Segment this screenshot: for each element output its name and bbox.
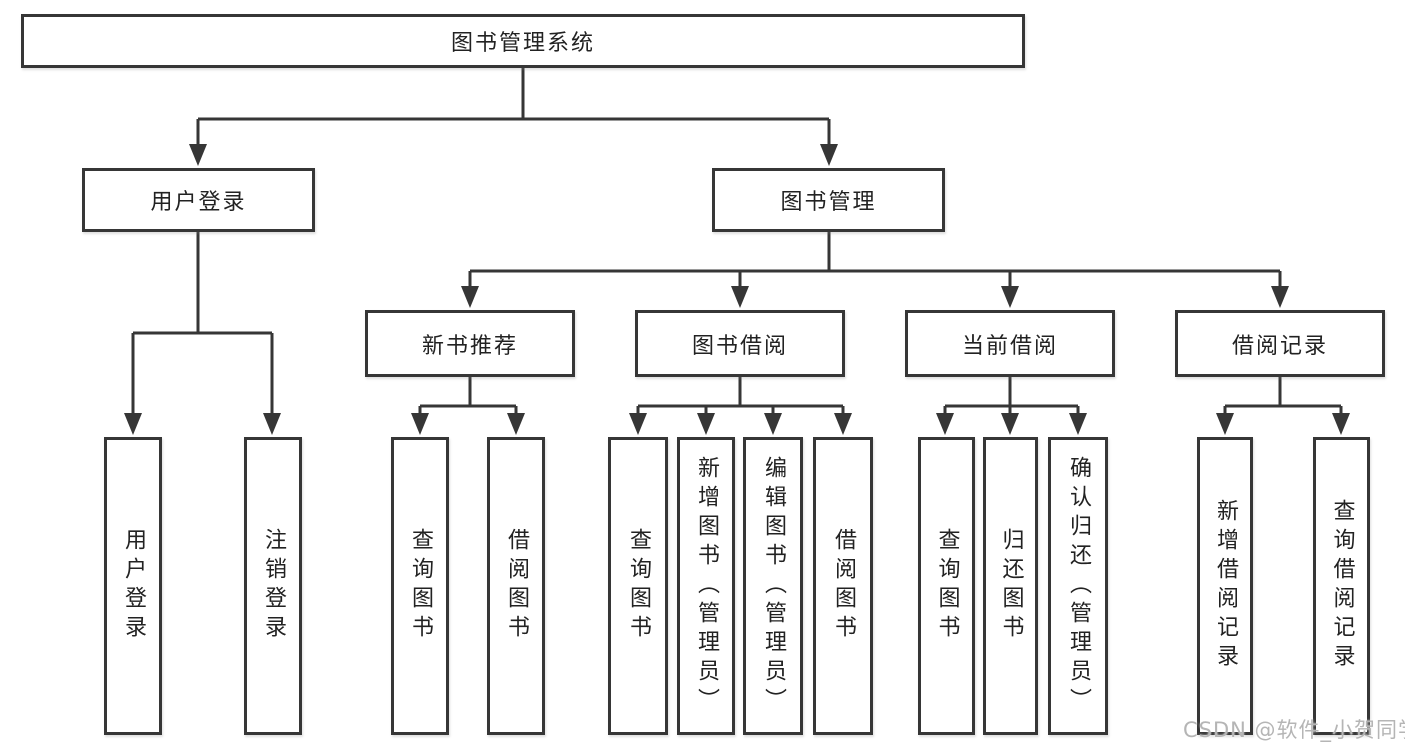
node-logout: 注销登录 xyxy=(244,437,302,735)
node-label: 归还图书 xyxy=(998,528,1024,644)
node-label: 借阅图书 xyxy=(504,528,529,644)
node-add-book-admin: 新增图书（管理员） xyxy=(677,437,735,735)
node-label: 编辑图书（管理员） xyxy=(761,455,786,717)
node-borrow-records: 借阅记录 xyxy=(1175,310,1385,377)
node-add-borrow-record: 新增借阅记录 xyxy=(1197,437,1253,735)
node-label: 借阅记录 xyxy=(1231,333,1328,359)
node-return-books: 归还图书 xyxy=(983,437,1038,735)
node-label: 新增图书（管理员） xyxy=(694,455,719,717)
arrowheads xyxy=(124,144,1350,435)
node-label: 图书借阅 xyxy=(691,333,788,359)
node-borrow-books: 借阅图书 xyxy=(813,437,873,735)
node-label: 图书管理 xyxy=(780,190,877,215)
node-new-book-recommend: 新书推荐 xyxy=(365,310,575,377)
node-edit-book-admin: 编辑图书（管理员） xyxy=(743,437,803,735)
node-label: 用户登录 xyxy=(121,528,146,644)
node-label: 查询图书 xyxy=(626,528,651,644)
node-label: 确认归还（管理员） xyxy=(1066,455,1091,717)
node-label: 借阅图书 xyxy=(831,528,856,644)
node-borrow-books: 借阅图书 xyxy=(487,437,545,735)
node-confirm-return-admin: 确认归还（管理员） xyxy=(1048,437,1108,735)
node-label: 查询图书 xyxy=(408,528,433,644)
node-query-borrow-record: 查询借阅记录 xyxy=(1313,437,1370,735)
node-query-books: 查询图书 xyxy=(391,437,449,735)
node-book-borrow: 图书借阅 xyxy=(635,310,845,377)
node-current-borrow: 当前借阅 xyxy=(905,310,1115,377)
node-query-books: 查询图书 xyxy=(608,437,668,735)
node-label: 新增借阅记录 xyxy=(1213,499,1238,673)
csdn-watermark: CSDN @软件_小贺同学 xyxy=(1183,718,1405,742)
node-query-books: 查询图书 xyxy=(918,437,975,735)
node-label: 注销登录 xyxy=(261,528,286,644)
node-label: 查询图书 xyxy=(934,528,960,644)
node-label: 当前借阅 xyxy=(961,333,1058,359)
node-label: 图书管理系统 xyxy=(450,31,595,56)
node-label: 查询借阅记录 xyxy=(1329,499,1355,673)
node-library-system: 图书管理系统 xyxy=(21,14,1025,68)
node-label: 用户登录 xyxy=(150,190,247,215)
node-user-login-leaf: 用户登录 xyxy=(104,437,162,735)
node-user-login: 用户登录 xyxy=(82,168,315,232)
node-label: 新书推荐 xyxy=(421,333,518,359)
node-book-management: 图书管理 xyxy=(712,168,945,232)
